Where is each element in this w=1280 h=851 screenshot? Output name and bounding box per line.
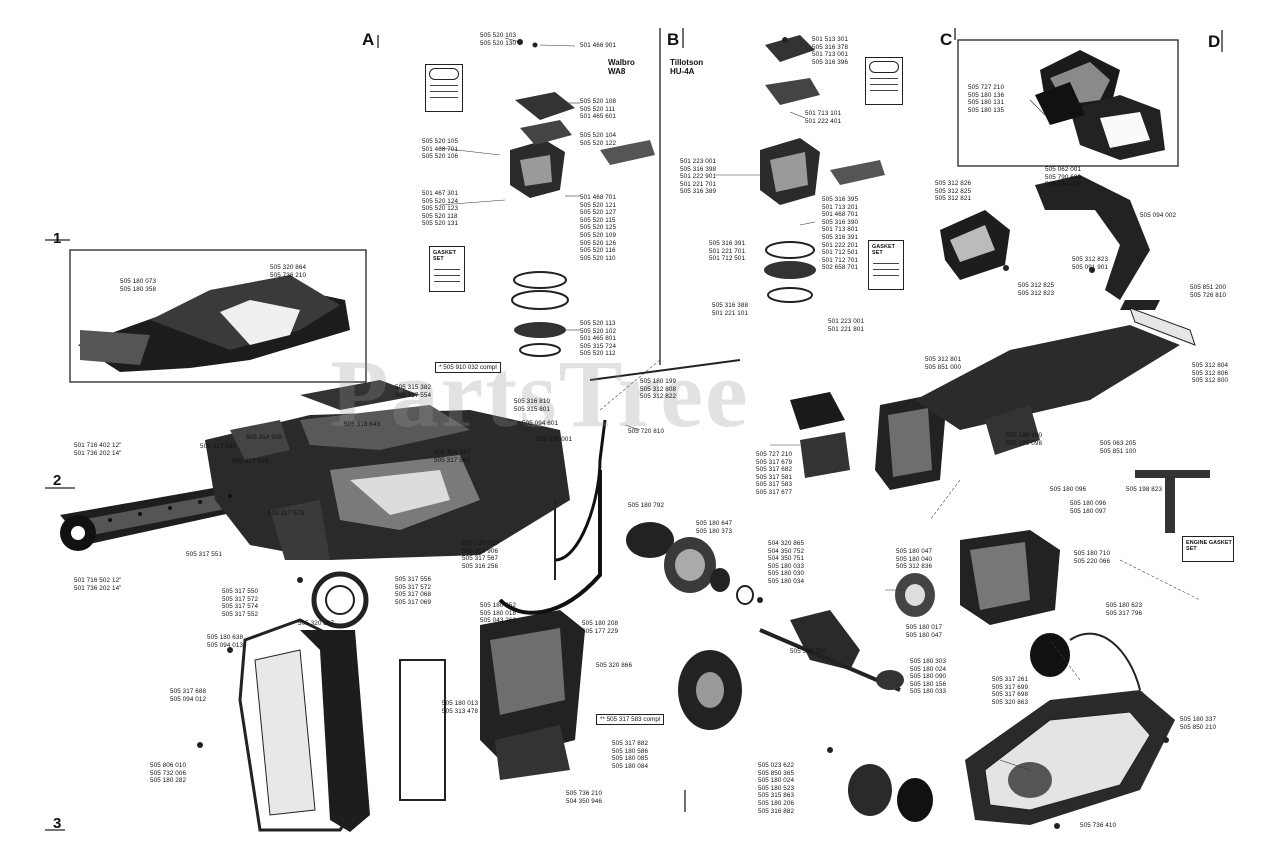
- part-label-till-right: 505 316 395 501 713 201 501 468 701 505 …: [822, 196, 859, 272]
- part-label-saw-left-1: 505 317 581: [200, 443, 237, 450]
- part-label-saw-top-1: 505 315 382 505 317 554: [395, 384, 432, 399]
- part-label-handle-4: 505 806 010 505 732 006 505 180 282: [150, 762, 187, 785]
- part-label-ign-3: 505 736 410: [1080, 822, 1117, 829]
- walbro-title: Walbro WA8: [608, 58, 635, 76]
- part-label-engine-1: 505 727 210 505 317 679 505 317 682 505 …: [756, 451, 793, 496]
- part-label-walbro-right-4: 505 520 113 505 520 102 501 465 801 505 …: [580, 320, 617, 358]
- part-label-till-top: 501 513 301 505 316 378 501 713 001 505 …: [812, 36, 849, 66]
- part-label-saw-left-2: 505 317 569: [232, 458, 269, 465]
- part-label-walbro-top-1: 505 520 103 505 520 130: [480, 32, 517, 47]
- part-label-saw-mid-4: 505 720 810: [628, 428, 665, 435]
- part-label-d-mid: 505 312 825 505 312 823: [1018, 282, 1055, 297]
- part-label-d-far-right: 505 851 200 505 726 810: [1190, 284, 1227, 299]
- part-label-saw-lo-4: 505 180 208 505 177 229: [582, 620, 619, 635]
- part-label-cyl-1: 505 180 013 505 313 478: [442, 700, 479, 715]
- part-label-saw-lo-3: 505 180 252 505 180 018 505 043 262: [480, 602, 517, 625]
- section-a-label: A: [362, 30, 375, 49]
- part-label-d-lo-4: 505 180 096 505 180 097: [1070, 500, 1107, 515]
- part-label-ign-1: 505 317 261 505 317 699 505 317 698 505 …: [992, 676, 1029, 706]
- part-label-walbro-right-1: 505 520 108 505 520 111 501 465 601: [580, 98, 617, 121]
- part-label-saw-mid-6: 505 317 573: [268, 510, 305, 517]
- part-label-bar-top: 501 716 402 12" 501 736 202 14": [74, 442, 122, 457]
- part-label-saw-mid-5: 505 180 199 505 312 808 505 312 822: [640, 378, 677, 401]
- part-label-engine-2: 505 180 047 505 180 040 505 312 836: [896, 548, 933, 571]
- part-label-d-lo-2: 505 063 205 505 851 100: [1100, 440, 1137, 455]
- part-label-saw-top-2: 505 314 906: [246, 434, 283, 441]
- tillotson-title: Tillotson HU-4A: [670, 58, 704, 76]
- section-d-label: D: [1208, 32, 1221, 51]
- repair-kit-box-b: [865, 57, 903, 105]
- part-label-d-mid3: 505 312 801 505 851 000: [925, 356, 962, 371]
- part-label-d-lo-1: 505 180 190 505 180 098: [1006, 432, 1043, 447]
- part-label-d-lo-5: 505 198 823: [1126, 486, 1163, 493]
- compl-callout-1: * 505 910 032 compl: [435, 362, 501, 373]
- part-label-walbro-right-3: 501 468 701 505 520 121 505 520 127 505 …: [580, 194, 617, 262]
- gasket-set-box-b: GASKET SET: [868, 240, 904, 290]
- part-label-till-bot: 505 316 388 501 221 101: [712, 302, 749, 317]
- part-label-d-lo-3: 505 180 096: [1050, 486, 1087, 493]
- part-label-handle-1: 505 180 638 505 094 013: [207, 634, 244, 649]
- part-label-p1-b: 505 320 864 505 736 210: [270, 264, 307, 279]
- part-label-saw-lo-5: 505 320 866: [596, 662, 633, 669]
- part-label-bar-bot: 501 716 502 12" 501 736 202 14": [74, 577, 122, 592]
- part-label-d-mid2: 505 312 823 505 091 901: [1072, 256, 1109, 271]
- section-c-label: C: [940, 30, 953, 49]
- part-label-fly-2: 505 023 622 505 850 365 505 180 024 505 …: [758, 762, 795, 815]
- section-1-label: 1: [53, 230, 62, 247]
- part-label-handle-3: 505 317 688 505 094 012: [170, 688, 207, 703]
- part-label-saw-lo-1: 505 317 550 505 317 572 505 317 574 505 …: [222, 588, 259, 618]
- part-label-cyl-2: 505 736 210 504 350 946: [566, 790, 603, 805]
- part-label-crank-2: 505 180 303 505 180 024 505 180 090 505 …: [910, 658, 947, 696]
- part-label-engine-5: 505 180 623 505 317 796: [1106, 602, 1143, 617]
- section-2-label: 2: [53, 472, 62, 489]
- part-label-walbro-top-2: 501 466 901: [580, 42, 617, 49]
- engine-gasket-set-box: ENGINE GASKET SET: [1182, 536, 1234, 562]
- part-label-till-bot2: 501 223 001 501 221 801: [828, 318, 865, 333]
- part-label-engine-3: 505 180 710 505 220 066: [1074, 550, 1111, 565]
- part-label-clutch-1: 505 180 647 505 180 373: [696, 520, 733, 535]
- part-label-fly-1: 505 317 882 505 180 586 505 180 085 505 …: [612, 740, 649, 770]
- part-label-saw-top-3: 505 318 643: [344, 421, 381, 428]
- part-label-c-left: 505 727 210 505 180 136 505 180 131 505 …: [968, 84, 1005, 114]
- part-label-till-left2: 505 316 391 501 221 701 501 712 501: [709, 240, 746, 263]
- part-label-till-mid: 501 713 101 501 222 401: [805, 110, 842, 125]
- part-label-clutch-2: 504 320 865 504 350 752 504 350 751 505 …: [768, 540, 805, 585]
- part-label-walbro-right-2: 505 520 104 505 520 122: [580, 132, 617, 147]
- section-3-label: 3: [53, 815, 62, 832]
- part-label-walbro-left-1: 505 520 105 501 468 701 505 520 106: [422, 138, 459, 161]
- part-label-saw-top-4: 505 316 810 505 315 801: [514, 398, 551, 413]
- part-label-walbro-left-2: 501 467 301 505 520 124 505 520 123 505 …: [422, 190, 459, 228]
- gasket-set-box-a: GASKET SET: [429, 246, 465, 292]
- part-label-crank-1: 505 316 293: [790, 648, 827, 655]
- part-label-engine-4: 505 180 017 505 180 047: [906, 624, 943, 639]
- section-b-label: B: [667, 30, 680, 49]
- part-label-saw-mid-7: 505 317 551: [186, 551, 223, 558]
- part-label-d-left: 505 312 826 505 312 825 505 312 821: [935, 180, 972, 203]
- part-label-ign-2: 505 180 337 505 850 210: [1180, 716, 1217, 731]
- part-label-saw-mid-2: 505 094 601: [522, 420, 559, 427]
- part-label-d-right: 505 094 002: [1140, 212, 1177, 219]
- part-label-saw-mid-8: 505 720 810 505 314 906 505 317 567 505 …: [462, 540, 499, 570]
- part-label-p1-a: 505 180 073 505 180 358: [120, 278, 157, 293]
- part-label-saw-mid-3: 505 090 001: [536, 436, 573, 443]
- compl-callout-2: ** 505 317 583 compl: [596, 714, 665, 725]
- part-label-saw-lo-2: 505 317 556 505 317 572 505 317 068 505 …: [395, 576, 432, 606]
- part-label-saw-mid-9: 505 180 792: [628, 502, 665, 509]
- part-label-d-top: 505 062 001 505 790 690 505 094 005: [1045, 166, 1082, 189]
- part-label-saw-mid-1: 505 314 937 505 317 583: [434, 449, 471, 464]
- part-label-d-right2: 505 312 804 505 312 806 505 312 800: [1192, 362, 1229, 385]
- part-label-till-left: 501 223 001 505 316 398 501 222 901 501 …: [680, 158, 717, 196]
- repair-kit-box-a: [425, 64, 463, 112]
- part-label-handle-2: 505 320 867: [298, 620, 335, 627]
